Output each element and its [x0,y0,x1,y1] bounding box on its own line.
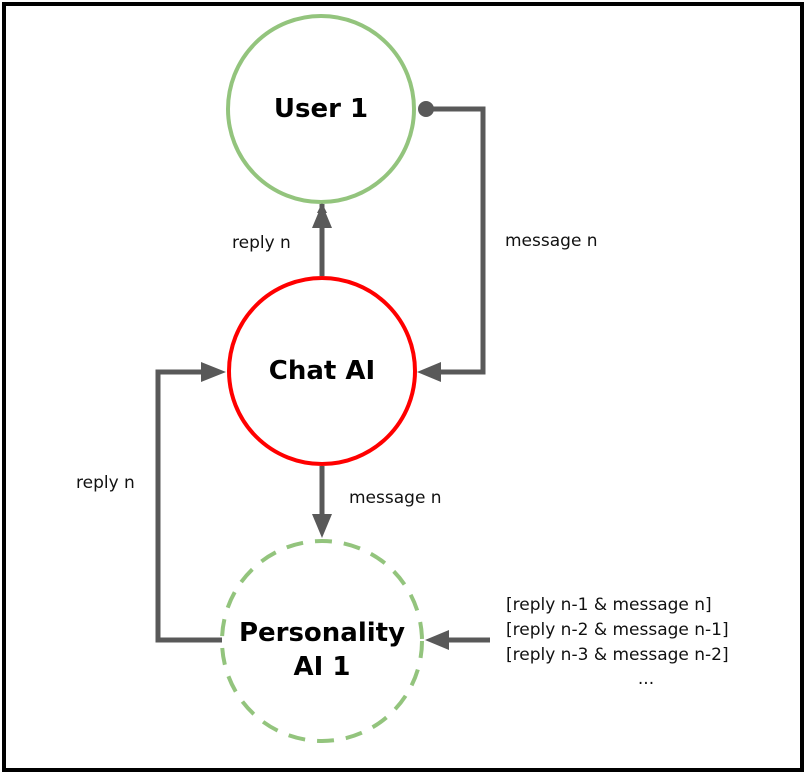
edge-chat-to-user: reply n [232,203,332,276]
personality-ai-label-line1: Personality [239,618,405,648]
personality-ai-circle [220,539,424,743]
chat-ai-label: Chat AI [269,356,375,386]
node-personality-ai-1: Personality AI 1 [220,539,424,743]
personality-ai-label-line2: AI 1 [294,652,351,682]
edge-history-to-personality: [reply n-1 & message n] [reply n-2 & mes… [425,595,729,689]
edge-label-reply-left: reply n [76,473,135,493]
edge-label-reply-top: reply n [232,233,291,253]
edge-label-message-bottom: message n [349,488,442,508]
connector-personality-to-chat [155,369,222,643]
history-line-1: [reply n-1 & message n] [506,595,712,615]
connector-user-to-chat [426,106,486,375]
arrowhead-left-icon [417,362,441,382]
node-chat-ai: Chat AI [227,276,417,466]
arrowhead-right-icon [201,362,226,382]
chat-ai-circle [227,276,417,466]
history-line-2: [reply n-2 & message n-1] [506,620,729,640]
arrowhead-up-icon [312,204,332,228]
edge-user-to-chat: message n [417,101,598,382]
arrowhead-left-history-icon [425,630,449,650]
edge-chat-to-personality: message n [312,466,442,538]
user-1-circle [226,14,416,204]
history-ellipsis: ... [638,669,654,689]
arrowhead-down-icon [312,514,332,538]
edge-label-message-right: message n [505,231,598,251]
edge-personality-to-chat: reply n [76,362,226,643]
node-user-1: User 1 [226,14,416,204]
user-1-label: User 1 [274,94,368,124]
history-line-3: [reply n-3 & message n-2] [506,645,729,665]
